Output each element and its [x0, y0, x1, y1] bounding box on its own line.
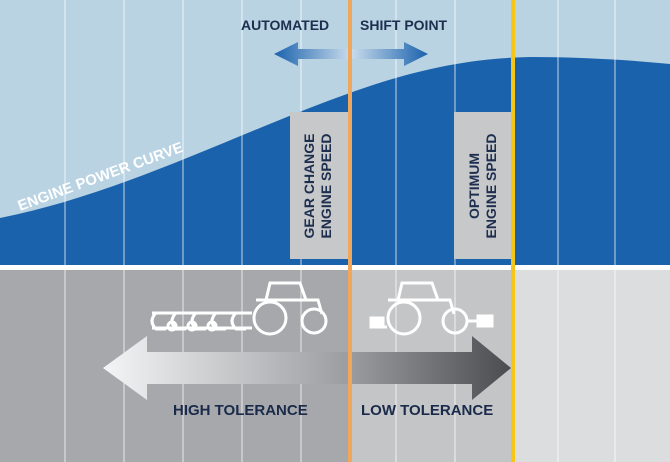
tractor-plough-icon: [150, 281, 328, 336]
horizontal-divider: [0, 265, 670, 270]
optimum-label-line2: ENGINE SPEED: [483, 133, 499, 238]
ground-band-right: [513, 266, 670, 462]
low-tolerance-label: LOW TOLERANCE: [361, 402, 493, 419]
shift-point-label: SHIFT POINT: [360, 17, 448, 33]
gear-change-label-line2: ENGINE SPEED: [318, 133, 334, 238]
high-tolerance-label: HIGH TOLERANCE: [173, 402, 308, 419]
automated-label: AUTOMATED: [241, 17, 329, 33]
gear-change-label-box: [290, 112, 348, 259]
optimum-label-box: [454, 112, 511, 259]
tractor-mower-icon: [369, 281, 494, 336]
gear-change-label-line1: GEAR CHANGE: [301, 133, 317, 238]
optimum-label-line1: OPTIMUM: [466, 153, 482, 219]
tolerance-arrow-icon: [103, 336, 511, 400]
grid-lines: [64, 0, 616, 462]
